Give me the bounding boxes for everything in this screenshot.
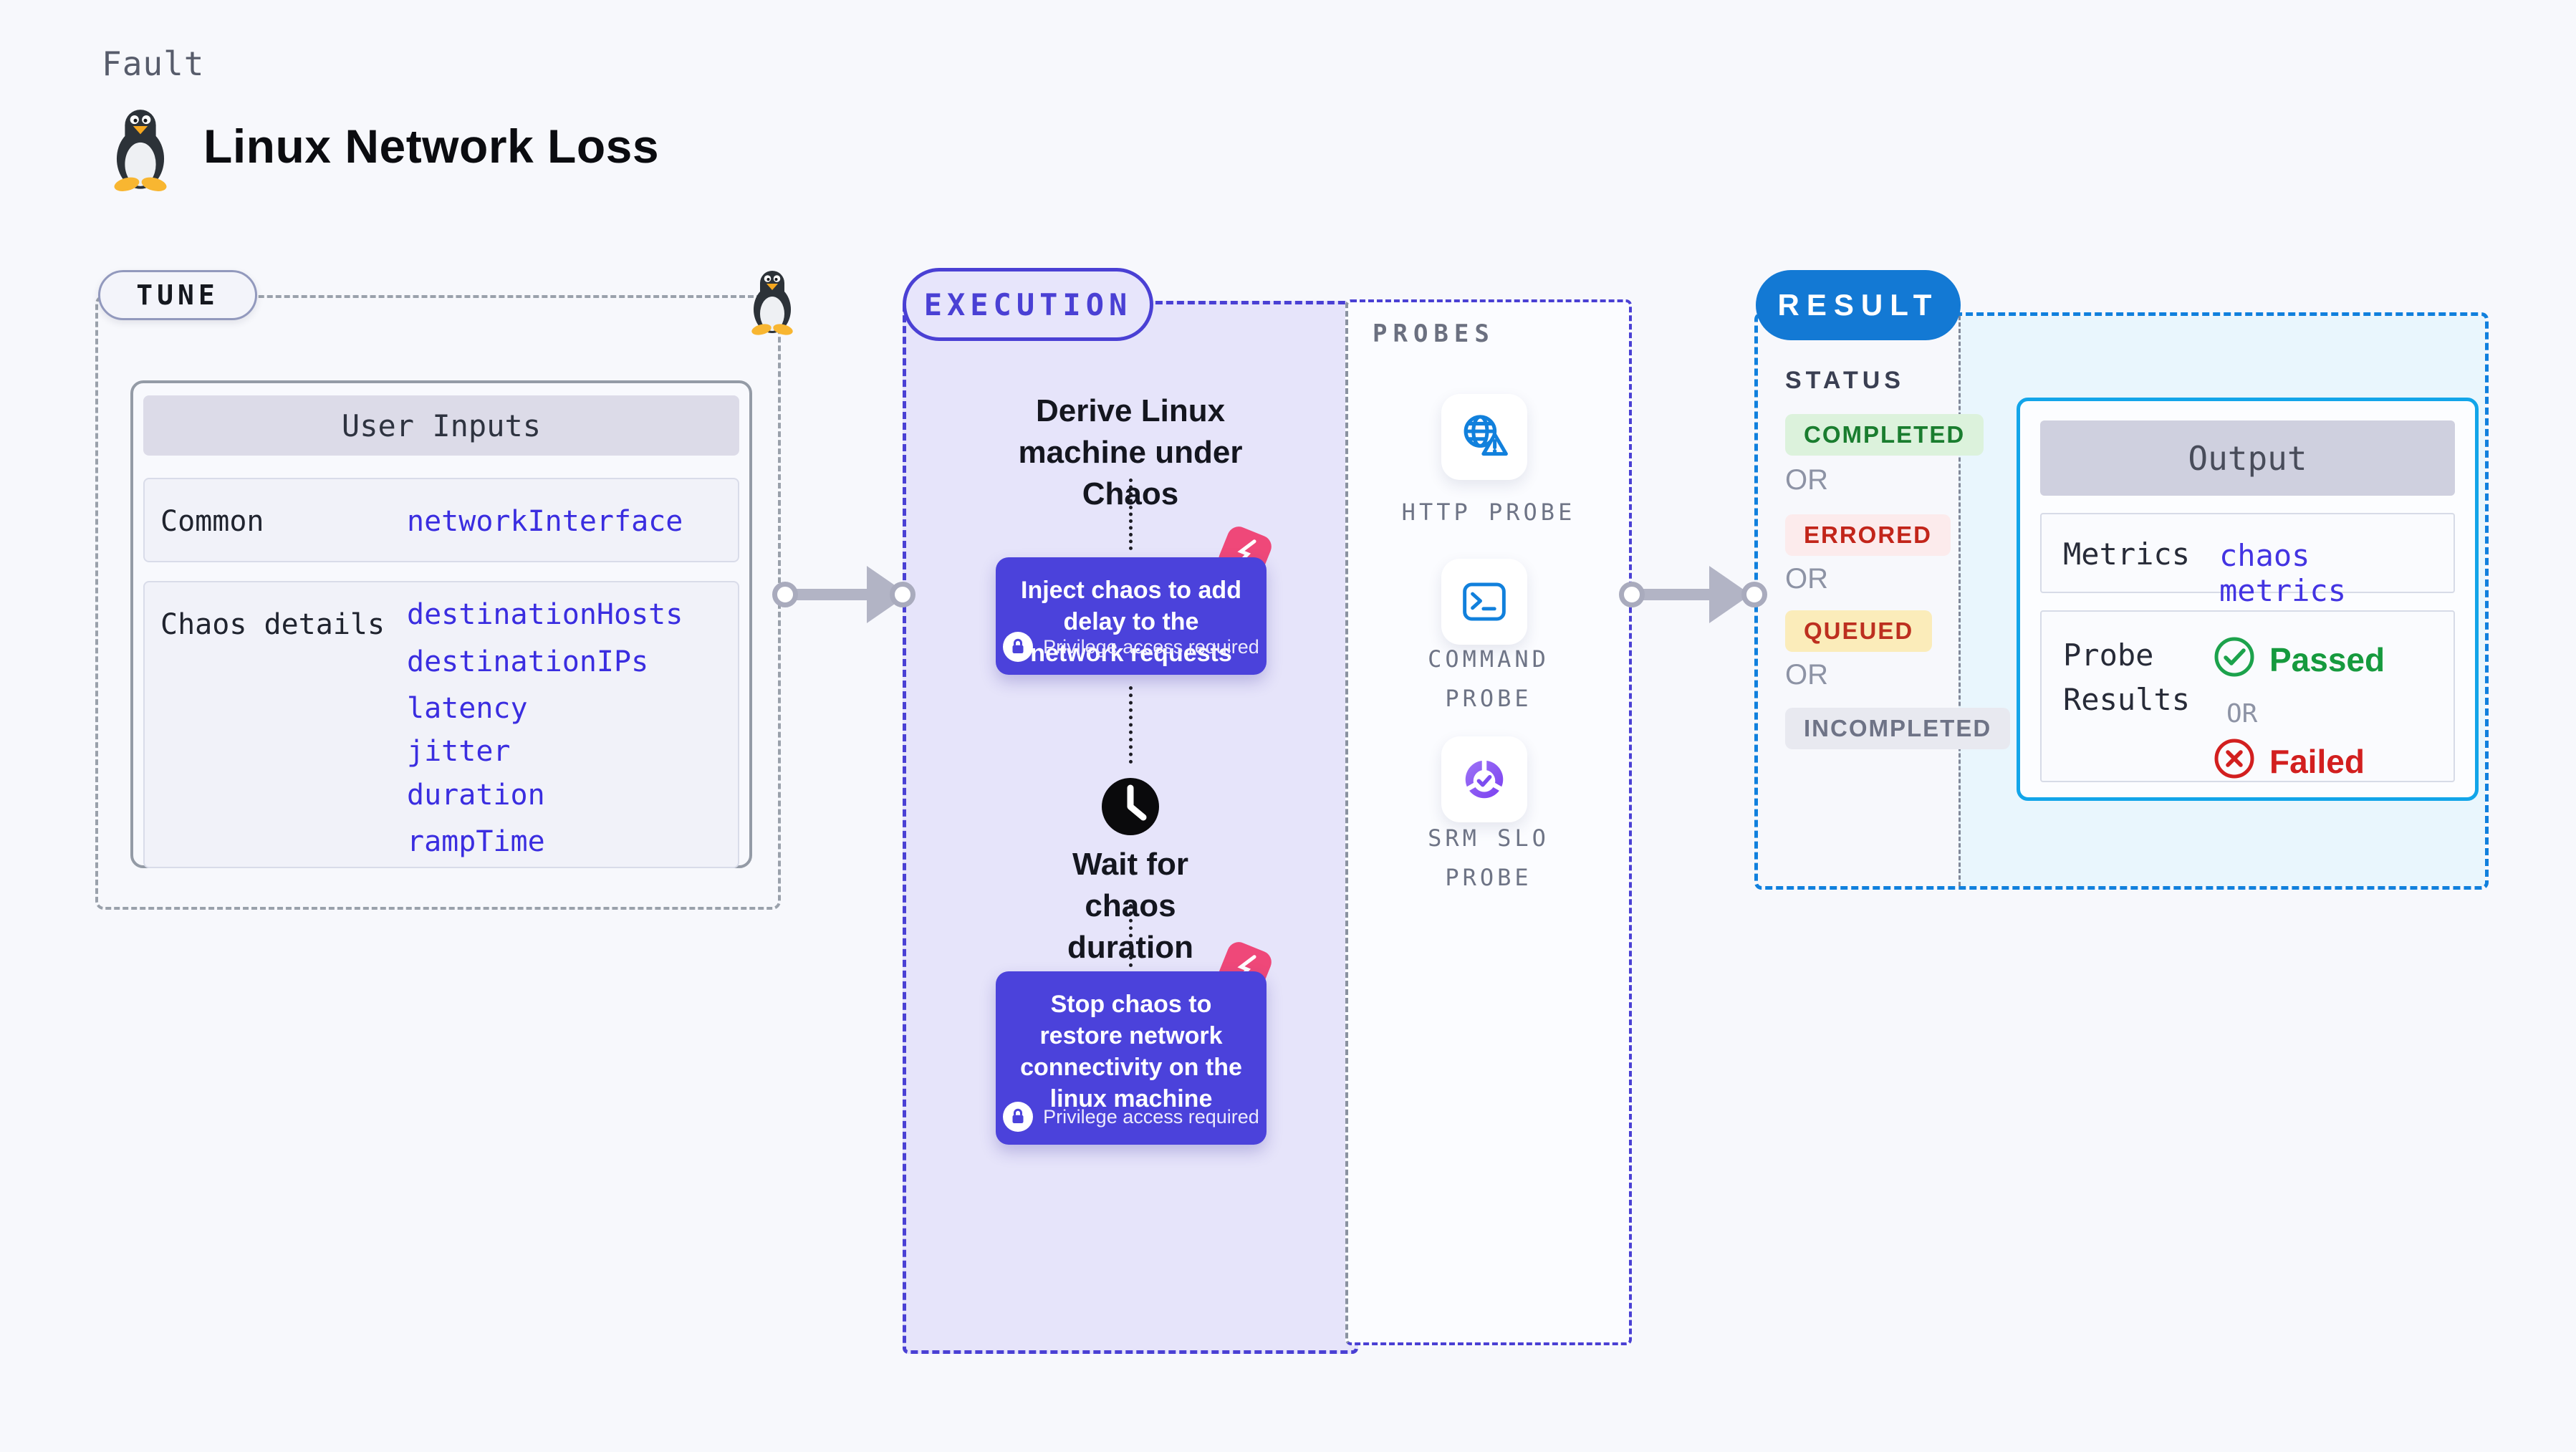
result-divider — [1959, 316, 1961, 886]
user-inputs-header: User Inputs — [143, 395, 739, 456]
terminal-icon — [1463, 582, 1506, 621]
or-separator: OR — [1785, 464, 1828, 496]
param-latency: latency — [407, 692, 528, 725]
probe-label-line: SRM SLO — [1428, 824, 1549, 852]
status-title: STATUS — [1785, 367, 1905, 394]
probe-results-row: Probe Results Passed OR Failed — [2040, 610, 2455, 782]
probe-label-line: PROBE — [1445, 685, 1532, 712]
input-row-chaos-details: Chaos details destinationHosts destinati… — [143, 581, 739, 868]
connector-node — [1619, 582, 1645, 607]
clock-icon — [1102, 778, 1159, 835]
tune-section-pill: TUNE — [98, 270, 257, 320]
linux-penguin-corner-icon — [750, 271, 794, 337]
param-jitter: jitter — [407, 735, 511, 768]
failed-label: Failed — [2269, 743, 2365, 780]
connector-node — [772, 582, 798, 607]
param-network-interface: networkInterface — [407, 505, 683, 538]
page-title: Linux Network Loss — [203, 120, 660, 173]
slo-donut-icon — [1465, 759, 1504, 799]
srm-slo-probe-card — [1441, 736, 1527, 822]
result-section-pill: RESULT — [1756, 270, 1961, 340]
probe-label-line: COMMAND — [1428, 645, 1549, 673]
output-card-header: Output — [2040, 420, 2455, 496]
connector-node — [1741, 582, 1767, 607]
output-card: Output Metrics chaos metrics Probe Resul… — [2017, 398, 2479, 801]
status-badge-completed: COMPLETED — [1785, 414, 1984, 456]
check-circle-icon — [2214, 637, 2254, 677]
or-separator: OR — [1785, 659, 1828, 691]
status-badge-queued: QUEUED — [1785, 610, 1933, 652]
arrow-tune-to-execution — [792, 589, 867, 600]
arrow-execution-to-result — [1639, 589, 1709, 600]
fault-eyebrow: Fault — [102, 44, 205, 83]
privilege-note: Privilege access required — [1043, 635, 1259, 658]
or-separator: OR — [1785, 563, 1828, 595]
lock-icon — [1003, 1102, 1034, 1132]
status-badge-errored: ERRORED — [1785, 514, 1951, 556]
probe-results-label: Probe Results — [2063, 633, 2190, 722]
param-destination-hosts: destinationHosts — [407, 598, 683, 631]
metrics-value: chaos metrics — [2219, 538, 2347, 608]
param-ramp-time: rampTime — [407, 825, 545, 858]
flow-connector — [1129, 904, 1133, 967]
metrics-row: Metrics chaos metrics — [2040, 513, 2455, 608]
command-probe-label: COMMAND PROBE — [1374, 640, 1603, 718]
connector-node — [890, 582, 915, 607]
or-separator: OR — [2226, 699, 2258, 729]
globe-alert-icon — [1464, 415, 1508, 456]
privilege-note: Privilege access required — [1043, 1105, 1259, 1128]
lock-icon — [1003, 632, 1034, 662]
http-probe-card — [1441, 394, 1527, 480]
param-duration: duration — [407, 779, 545, 812]
step-inject-label: Inject chaos to add delay to the network… — [1021, 577, 1241, 667]
input-row-label: Common — [160, 505, 264, 538]
param-destination-ips: destinationIPs — [407, 645, 649, 678]
http-probe-label: HTTP PROBE — [1401, 499, 1576, 526]
probe-results-label-line: Results — [2063, 682, 2191, 717]
flow-connector — [1129, 479, 1133, 550]
linux-penguin-icon — [112, 110, 168, 193]
probes-panel-title: PROBES — [1373, 319, 1495, 348]
probe-label-line: PROBE — [1445, 864, 1532, 891]
metrics-label: Metrics — [2063, 537, 2191, 572]
probe-results-label-line: Probe — [2063, 638, 2154, 673]
step-stop-chaos: Stop chaos to restore network connectivi… — [996, 971, 1267, 1145]
flow-connector — [1129, 686, 1133, 764]
step-stop-label: Stop chaos to restore network connectivi… — [1020, 991, 1242, 1112]
status-badge-incompleted: INCOMPLETED — [1785, 708, 2011, 749]
input-row-common: Common networkInterface — [143, 478, 739, 562]
x-circle-icon — [2214, 739, 2254, 779]
srm-slo-probe-label: SRM SLO PROBE — [1374, 819, 1603, 898]
input-row-label: Chaos details — [160, 608, 385, 641]
execution-section-pill: EXECUTION — [903, 268, 1153, 341]
command-probe-card — [1441, 559, 1527, 645]
passed-label: Passed — [2269, 641, 2385, 678]
step-inject-chaos: Inject chaos to add delay to the network… — [996, 557, 1267, 675]
